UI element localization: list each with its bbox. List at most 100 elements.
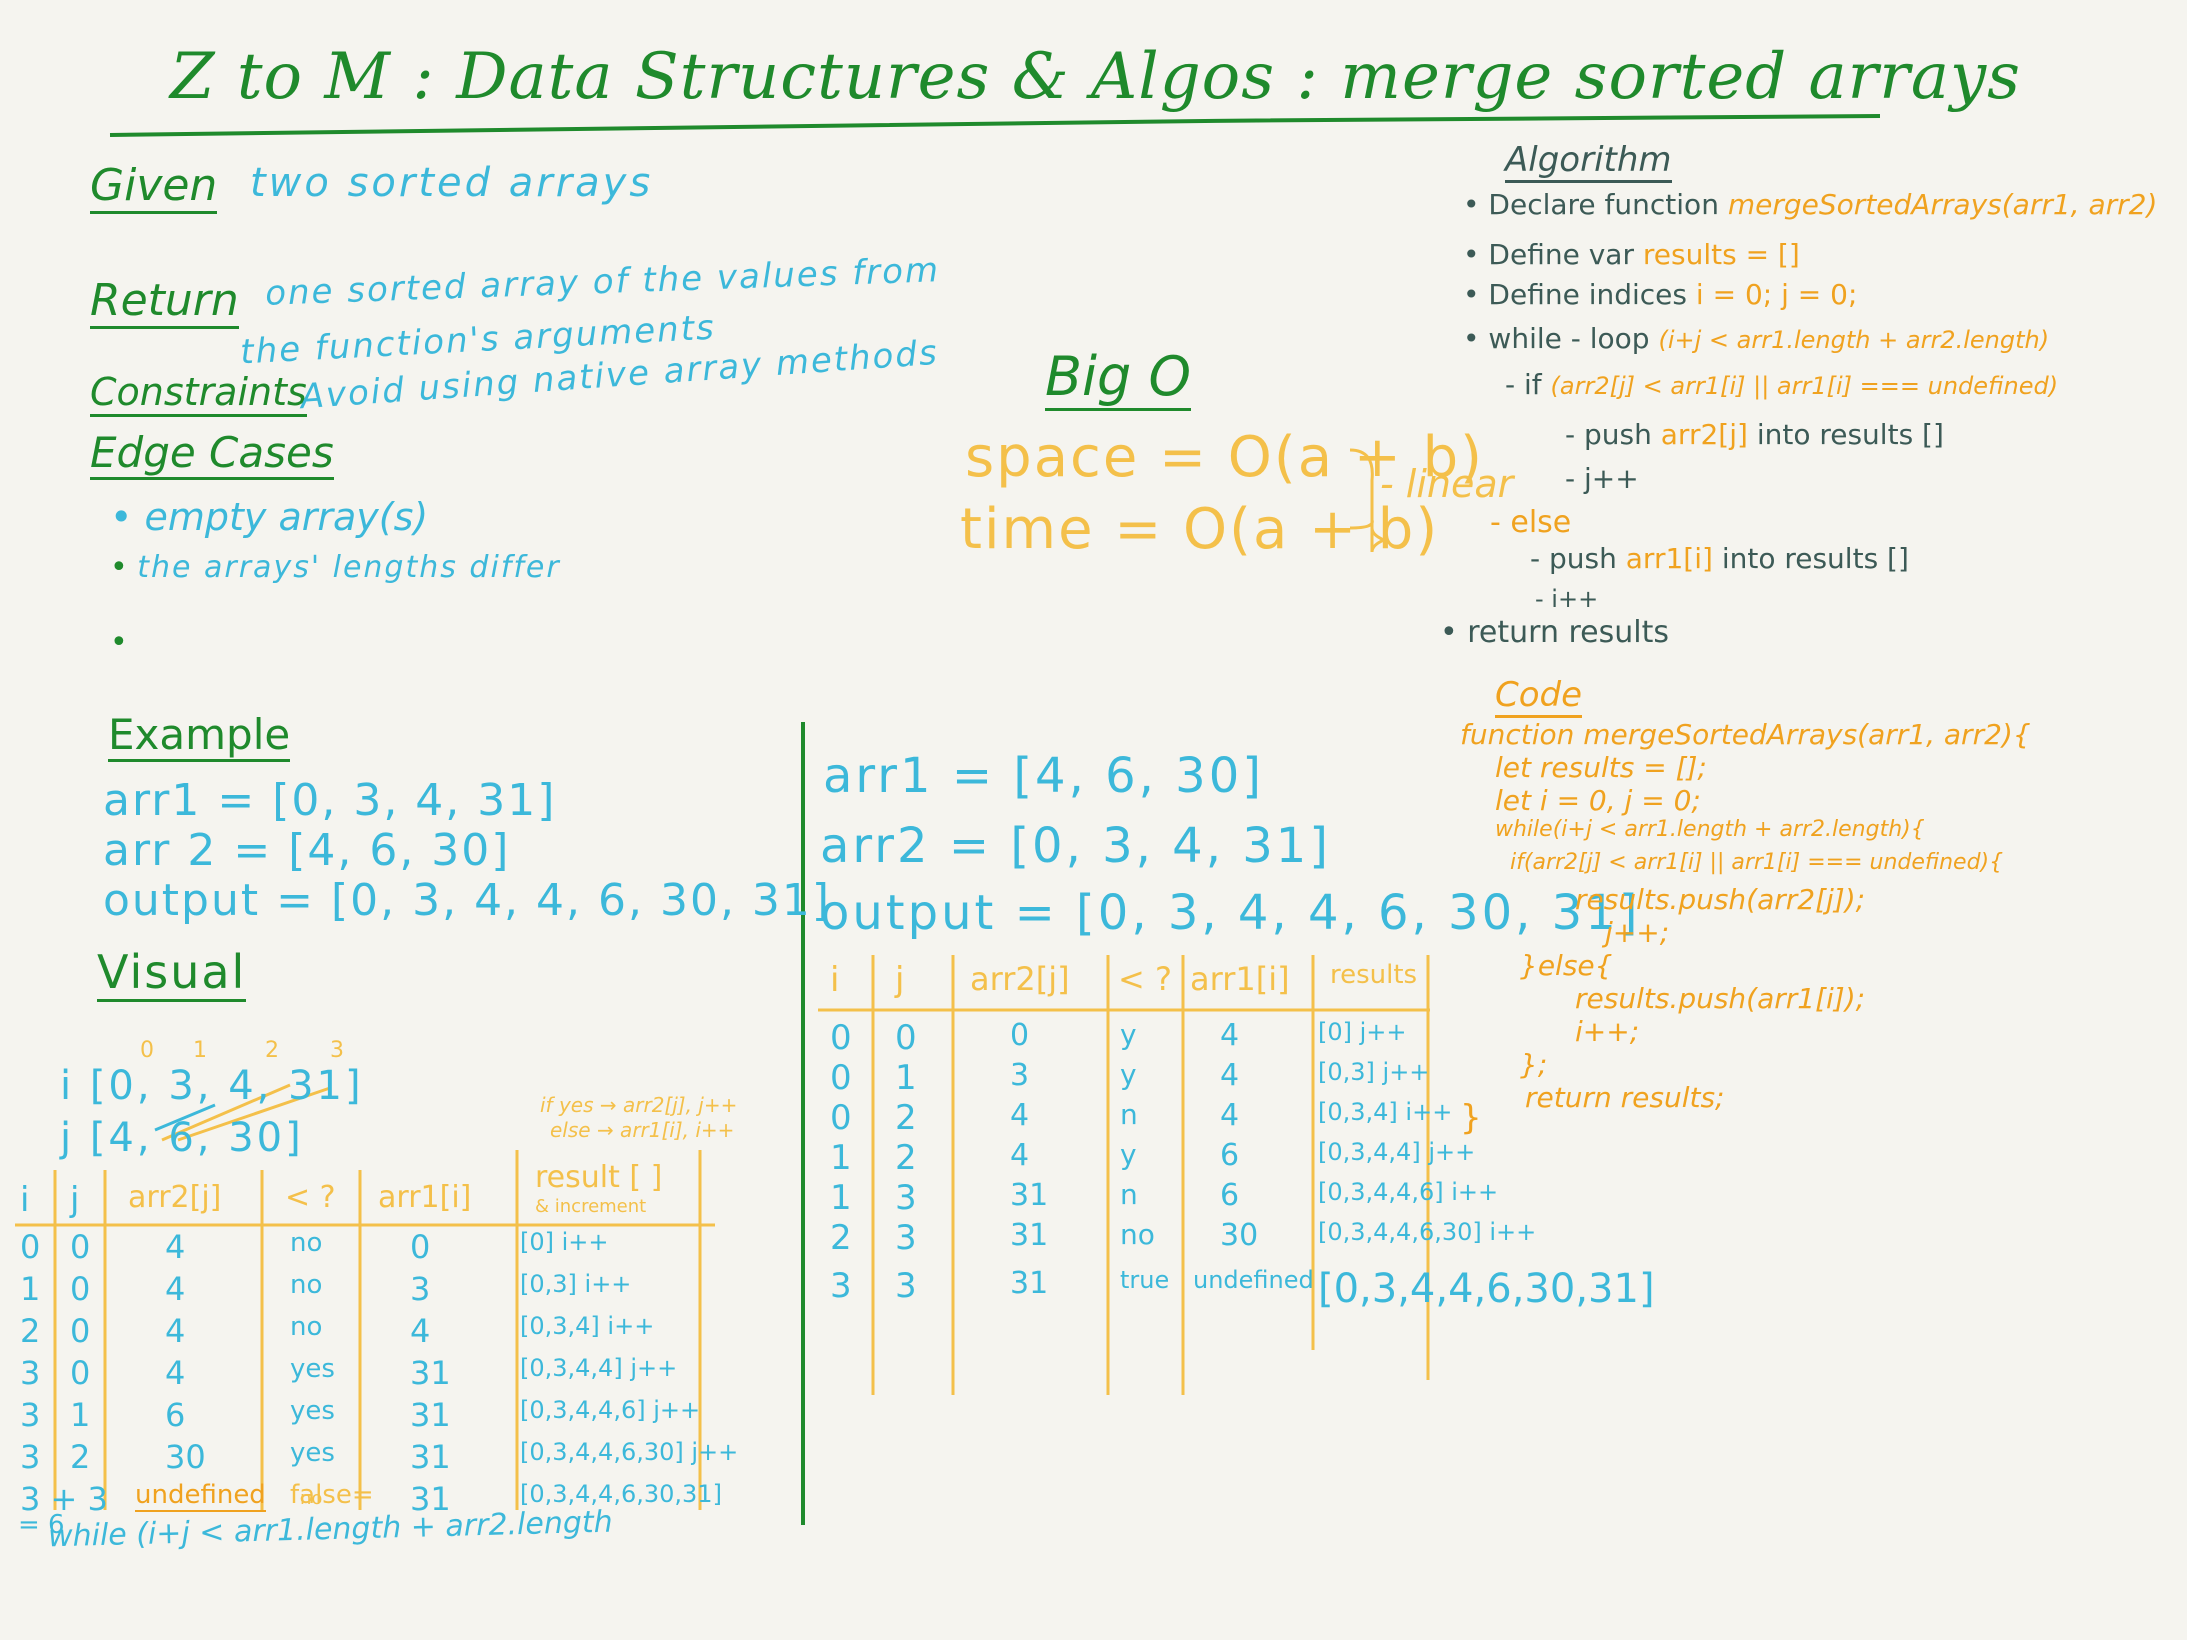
algorithm-line: - i++ <box>1535 585 1599 613</box>
example2-cell: 2 <box>895 1138 917 1178</box>
algorithm-line: - j++ <box>1565 462 1639 495</box>
example2-output: output = [0, 3, 4, 4, 6, 30, 31] <box>820 885 1641 941</box>
code-label: Code <box>1495 675 1583 718</box>
visual-note-1: if yes → arr2[j], j++ <box>540 1093 738 1117</box>
visual-cell: undefined <box>135 1480 266 1512</box>
visual-cell: false= <box>290 1480 374 1510</box>
example2-cell: 4 <box>1220 1058 1240 1093</box>
constraints-label: Constraints <box>90 370 307 417</box>
example2-header-compare: < ? <box>1118 960 1172 998</box>
visual-cell: 0 <box>70 1228 91 1266</box>
visual-cell: no <box>290 1228 323 1258</box>
example2-cell: 0 <box>830 1058 852 1098</box>
example2-cell: 3 <box>895 1178 917 1218</box>
example-label: Example <box>108 710 291 762</box>
algorithm-line: • Define indices i = 0; j = 0; <box>1463 278 1858 311</box>
example2-cell: 31 <box>1010 1266 1049 1301</box>
edge-case-item: • the arrays' lengths differ <box>110 550 561 585</box>
visual-cell: 31 <box>410 1438 451 1476</box>
visual-cell: [0,3,4,4] j++ <box>520 1354 678 1382</box>
example2-cell: 2 <box>895 1098 917 1138</box>
visual-cell: 2 <box>70 1438 91 1476</box>
example2-header-arr1: arr1[i] <box>1190 960 1290 998</box>
example2-cell: 3 <box>895 1266 917 1306</box>
code-line: results.push(arr2[j]); <box>1575 883 1866 916</box>
example-arr1: arr1 = [0, 3, 4, 31] <box>103 775 557 826</box>
visual-cell: 3 <box>20 1354 41 1392</box>
algorithm-line: - else <box>1490 505 1572 540</box>
visual-false-sub: no <box>300 1488 323 1509</box>
bullet-icon: • <box>110 550 138 585</box>
bigo-note: - linear <box>1380 462 1514 506</box>
bullet-icon: • <box>110 495 145 539</box>
code-line: while(i+j < arr1.length + arr2.length){ <box>1495 817 1925 842</box>
code-line: i++; <box>1575 1015 1640 1048</box>
visual-header-arr1: arr1[i] <box>378 1180 472 1215</box>
page-title: Z to M : Data Structures & Algos : merge… <box>170 40 2021 114</box>
visual-cell: 4 <box>165 1270 186 1308</box>
given-text: two sorted arrays <box>250 160 654 206</box>
example2-cell: [0,3] j++ <box>1318 1058 1430 1086</box>
visual-cell: [0,3,4,4,6,30,31] <box>520 1480 722 1508</box>
visual-label: Visual <box>97 945 247 1002</box>
edge-case-item: • empty array(s) <box>110 495 429 539</box>
example2-cell: 0 <box>1010 1018 1030 1053</box>
visual-cell: 4 <box>165 1354 186 1392</box>
example2-cell: y <box>1120 1058 1137 1091</box>
code-line: let i = 0, j = 0; <box>1495 784 1701 817</box>
visual-cell: 0 <box>70 1312 91 1350</box>
visual-cell: 4 <box>165 1228 186 1266</box>
example-arr2: arr 2 = [4, 6, 30] <box>103 825 511 876</box>
code-line: let results = []; <box>1495 751 1707 784</box>
visual-cell: 3 <box>410 1270 431 1308</box>
visual-header-i: i <box>20 1180 30 1220</box>
example2-cell: n <box>1120 1178 1138 1211</box>
visual-header-result: result [ ] <box>535 1160 663 1195</box>
visual-cell: 6 <box>165 1396 186 1434</box>
visual-cell: [0,3,4] i++ <box>520 1312 655 1340</box>
example2-arr1: arr1 = [4, 6, 30] <box>823 748 1264 804</box>
visual-cell: yes <box>290 1354 335 1384</box>
visual-cell: [0] i++ <box>520 1228 609 1256</box>
visual-cell: 30 <box>165 1438 206 1476</box>
code-line: }else{ <box>1520 949 1613 982</box>
visual-cell: 3 <box>20 1438 41 1476</box>
example2-cell: 31 <box>1010 1218 1049 1253</box>
bullet-icon: • <box>110 625 128 660</box>
example2-cell: y <box>1120 1018 1137 1051</box>
code-closing: } <box>1460 1098 1482 1138</box>
visual-cell: 1 <box>70 1396 91 1434</box>
bigo-label: Big O <box>1045 345 1191 411</box>
algorithm-line: • while - loop (i+j < arr1.length + arr2… <box>1463 322 2050 355</box>
visual-sum: = 6 <box>18 1510 65 1540</box>
visual-index-3: 3 <box>330 1038 344 1063</box>
algorithm-line: • Declare function mergeSortedArrays(arr… <box>1463 188 2158 221</box>
bigo-time: time = O(a + b) <box>960 497 1440 562</box>
visual-header-arr2: arr2[j] <box>128 1180 222 1215</box>
algorithm-line: - if (arr2[j] < arr1[i] || arr1[i] === u… <box>1505 368 2059 401</box>
given-label: Given <box>90 160 218 214</box>
visual-i-row: i [0, 3, 4, 31] <box>60 1063 364 1109</box>
example2-header-j: j <box>895 960 905 1000</box>
visual-cell: 1 <box>20 1270 41 1308</box>
algorithm-line: • Define var results = [] <box>1463 238 1800 271</box>
algorithm-line: - push arr2[j] into results [] <box>1565 418 1944 451</box>
visual-note-2: else → arr1[i], i++ <box>550 1118 735 1142</box>
example2-cell: 3 <box>830 1266 852 1306</box>
visual-cell: [0,3,4,4,6,30] j++ <box>520 1438 739 1466</box>
code-line: return results; <box>1525 1081 1725 1114</box>
algorithm-line: - push arr1[i] into results [] <box>1530 542 1909 575</box>
visual-index-0: 0 <box>140 1038 154 1063</box>
example2-cell: 3 <box>895 1218 917 1258</box>
edge-case-item: • <box>110 625 128 660</box>
visual-cell: 31 <box>410 1396 451 1434</box>
visual-cell: [0,3] i++ <box>520 1270 632 1298</box>
example2-cell: 4 <box>1010 1138 1030 1173</box>
example2-cell: n <box>1120 1098 1138 1131</box>
example2-cell: [0,3,4,4] j++ <box>1318 1138 1476 1166</box>
example2-cell: true <box>1120 1266 1170 1294</box>
example-output: output = [0, 3, 4, 4, 6, 30, 31] <box>103 875 832 926</box>
visual-cell: 4 <box>165 1312 186 1350</box>
code-line: }; <box>1520 1048 1548 1081</box>
